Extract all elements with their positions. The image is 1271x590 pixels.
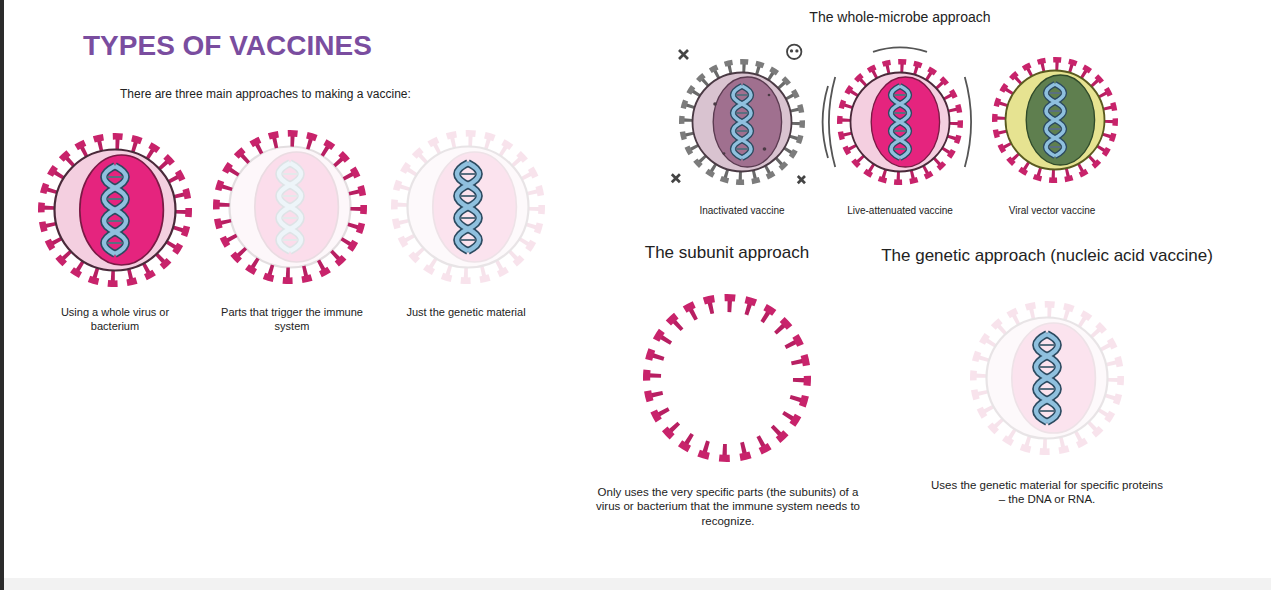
- viral-vector-virus: [995, 60, 1116, 181]
- intro-text: There are three main approaches to makin…: [120, 87, 520, 102]
- nucleic-acid-virus: [973, 304, 1120, 451]
- caption: Parts that trigger the immune system: [217, 306, 367, 334]
- caption: Live-attenuated vaccine: [825, 205, 975, 218]
- parts-virus: [216, 133, 363, 280]
- caption: Inactivated vaccine: [667, 205, 817, 218]
- section-heading: The whole-microbe approach: [750, 9, 1050, 27]
- caption: Viral vector vaccine: [977, 205, 1127, 218]
- subunit-ring: [647, 298, 808, 459]
- caption: Uses the genetic material for specific p…: [927, 478, 1167, 507]
- edge-strip: [0, 0, 4, 590]
- genetic-virus: [394, 133, 541, 280]
- inactivated-virus: [672, 45, 805, 184]
- title: TYPES OF VACCINES: [83, 28, 503, 63]
- live-attenuated-virus: [823, 47, 972, 182]
- section-heading: The subunit approach: [607, 242, 847, 263]
- bottom-band: [4, 578, 1271, 590]
- caption: Just the genetic material: [396, 306, 536, 320]
- section-heading: The genetic approach (nucleic acid vacci…: [837, 245, 1257, 266]
- caption: Only uses the very specific parts (the s…: [593, 485, 863, 528]
- whole-virus: [41, 136, 188, 283]
- caption: Using a whole virus or bacterium: [45, 306, 185, 334]
